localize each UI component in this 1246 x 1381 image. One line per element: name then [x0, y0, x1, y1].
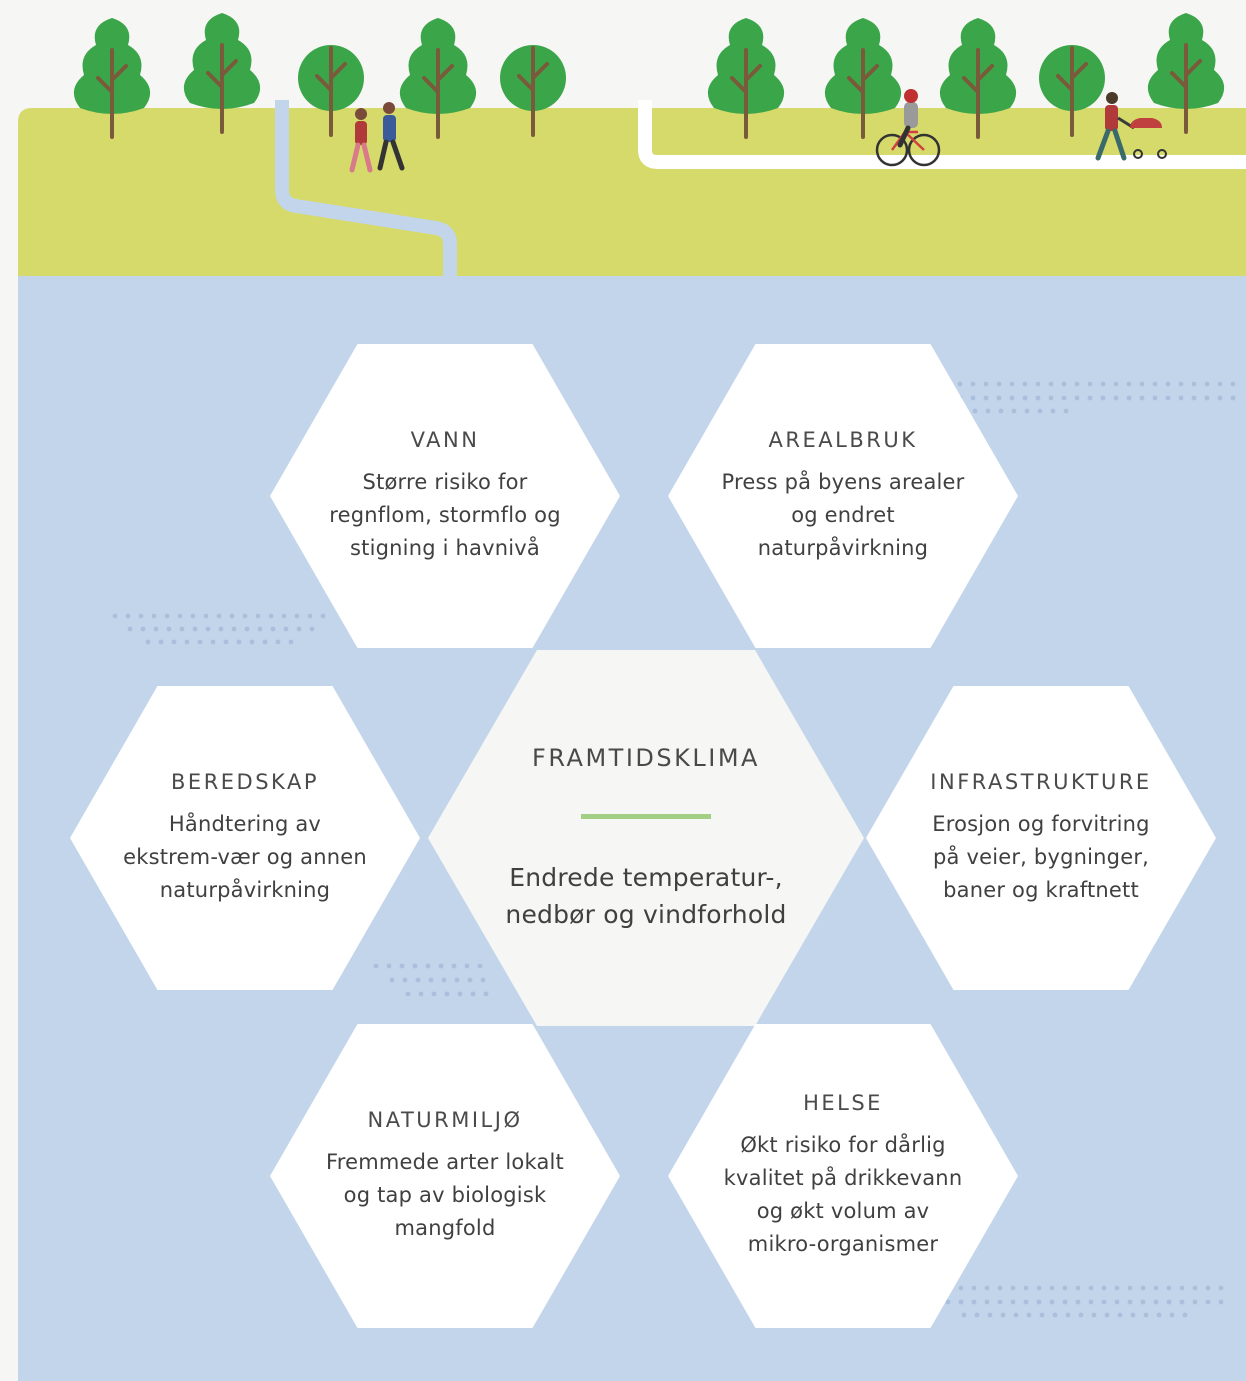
grass-strip — [18, 108, 1246, 276]
tree — [939, 18, 1017, 139]
topic-title: VANN — [410, 427, 480, 452]
walking-couple — [349, 102, 405, 173]
tree — [824, 18, 902, 139]
topic-title: INFRASTRUKTURE — [930, 769, 1152, 794]
person-with-stroller — [1095, 92, 1167, 161]
topic-title: AREALBRUK — [768, 427, 918, 452]
center-title: FRAMTIDSKLIMA — [532, 743, 760, 772]
tree — [298, 45, 364, 137]
topic-title: NATURMILJØ — [367, 1107, 523, 1132]
tree — [707, 18, 785, 139]
tree — [500, 45, 566, 137]
topic-description: Økt risiko for dårlig kvalitet på drikke… — [723, 1133, 963, 1256]
topic-description: Fremmede arter lokalt og tap av biologis… — [326, 1149, 564, 1240]
topic-title: BEREDSKAP — [171, 769, 319, 794]
topic-title: HELSE — [803, 1091, 883, 1115]
topic-description: Erosjon og forvitring på veier, bygninge… — [932, 811, 1150, 902]
topic-description: Håndtering av ekstrem-vær og annen natur… — [123, 811, 367, 902]
tree — [183, 13, 261, 134]
tree — [399, 18, 477, 139]
trees — [73, 13, 1225, 139]
tree — [1147, 13, 1225, 134]
hex-framtidsklima: FRAMTIDSKLIMA Endrede temperatur-, nedbø… — [428, 650, 864, 1026]
cyclist — [875, 89, 941, 167]
center-description: Endrede temperatur-, nedbør og vindforho… — [505, 862, 787, 929]
stream-path — [275, 100, 457, 280]
tree — [73, 18, 151, 139]
hex-beredskap: BEREDSKAP Håndtering av ekstrem-vær og a… — [70, 686, 420, 990]
accent-rule — [581, 813, 711, 819]
tree — [1039, 45, 1105, 137]
topic-description: Press på byens arealer og endret naturpå… — [721, 469, 965, 560]
footpath — [638, 100, 1246, 169]
topic-description: Større risiko for regnflom, stormflo og … — [329, 469, 561, 560]
